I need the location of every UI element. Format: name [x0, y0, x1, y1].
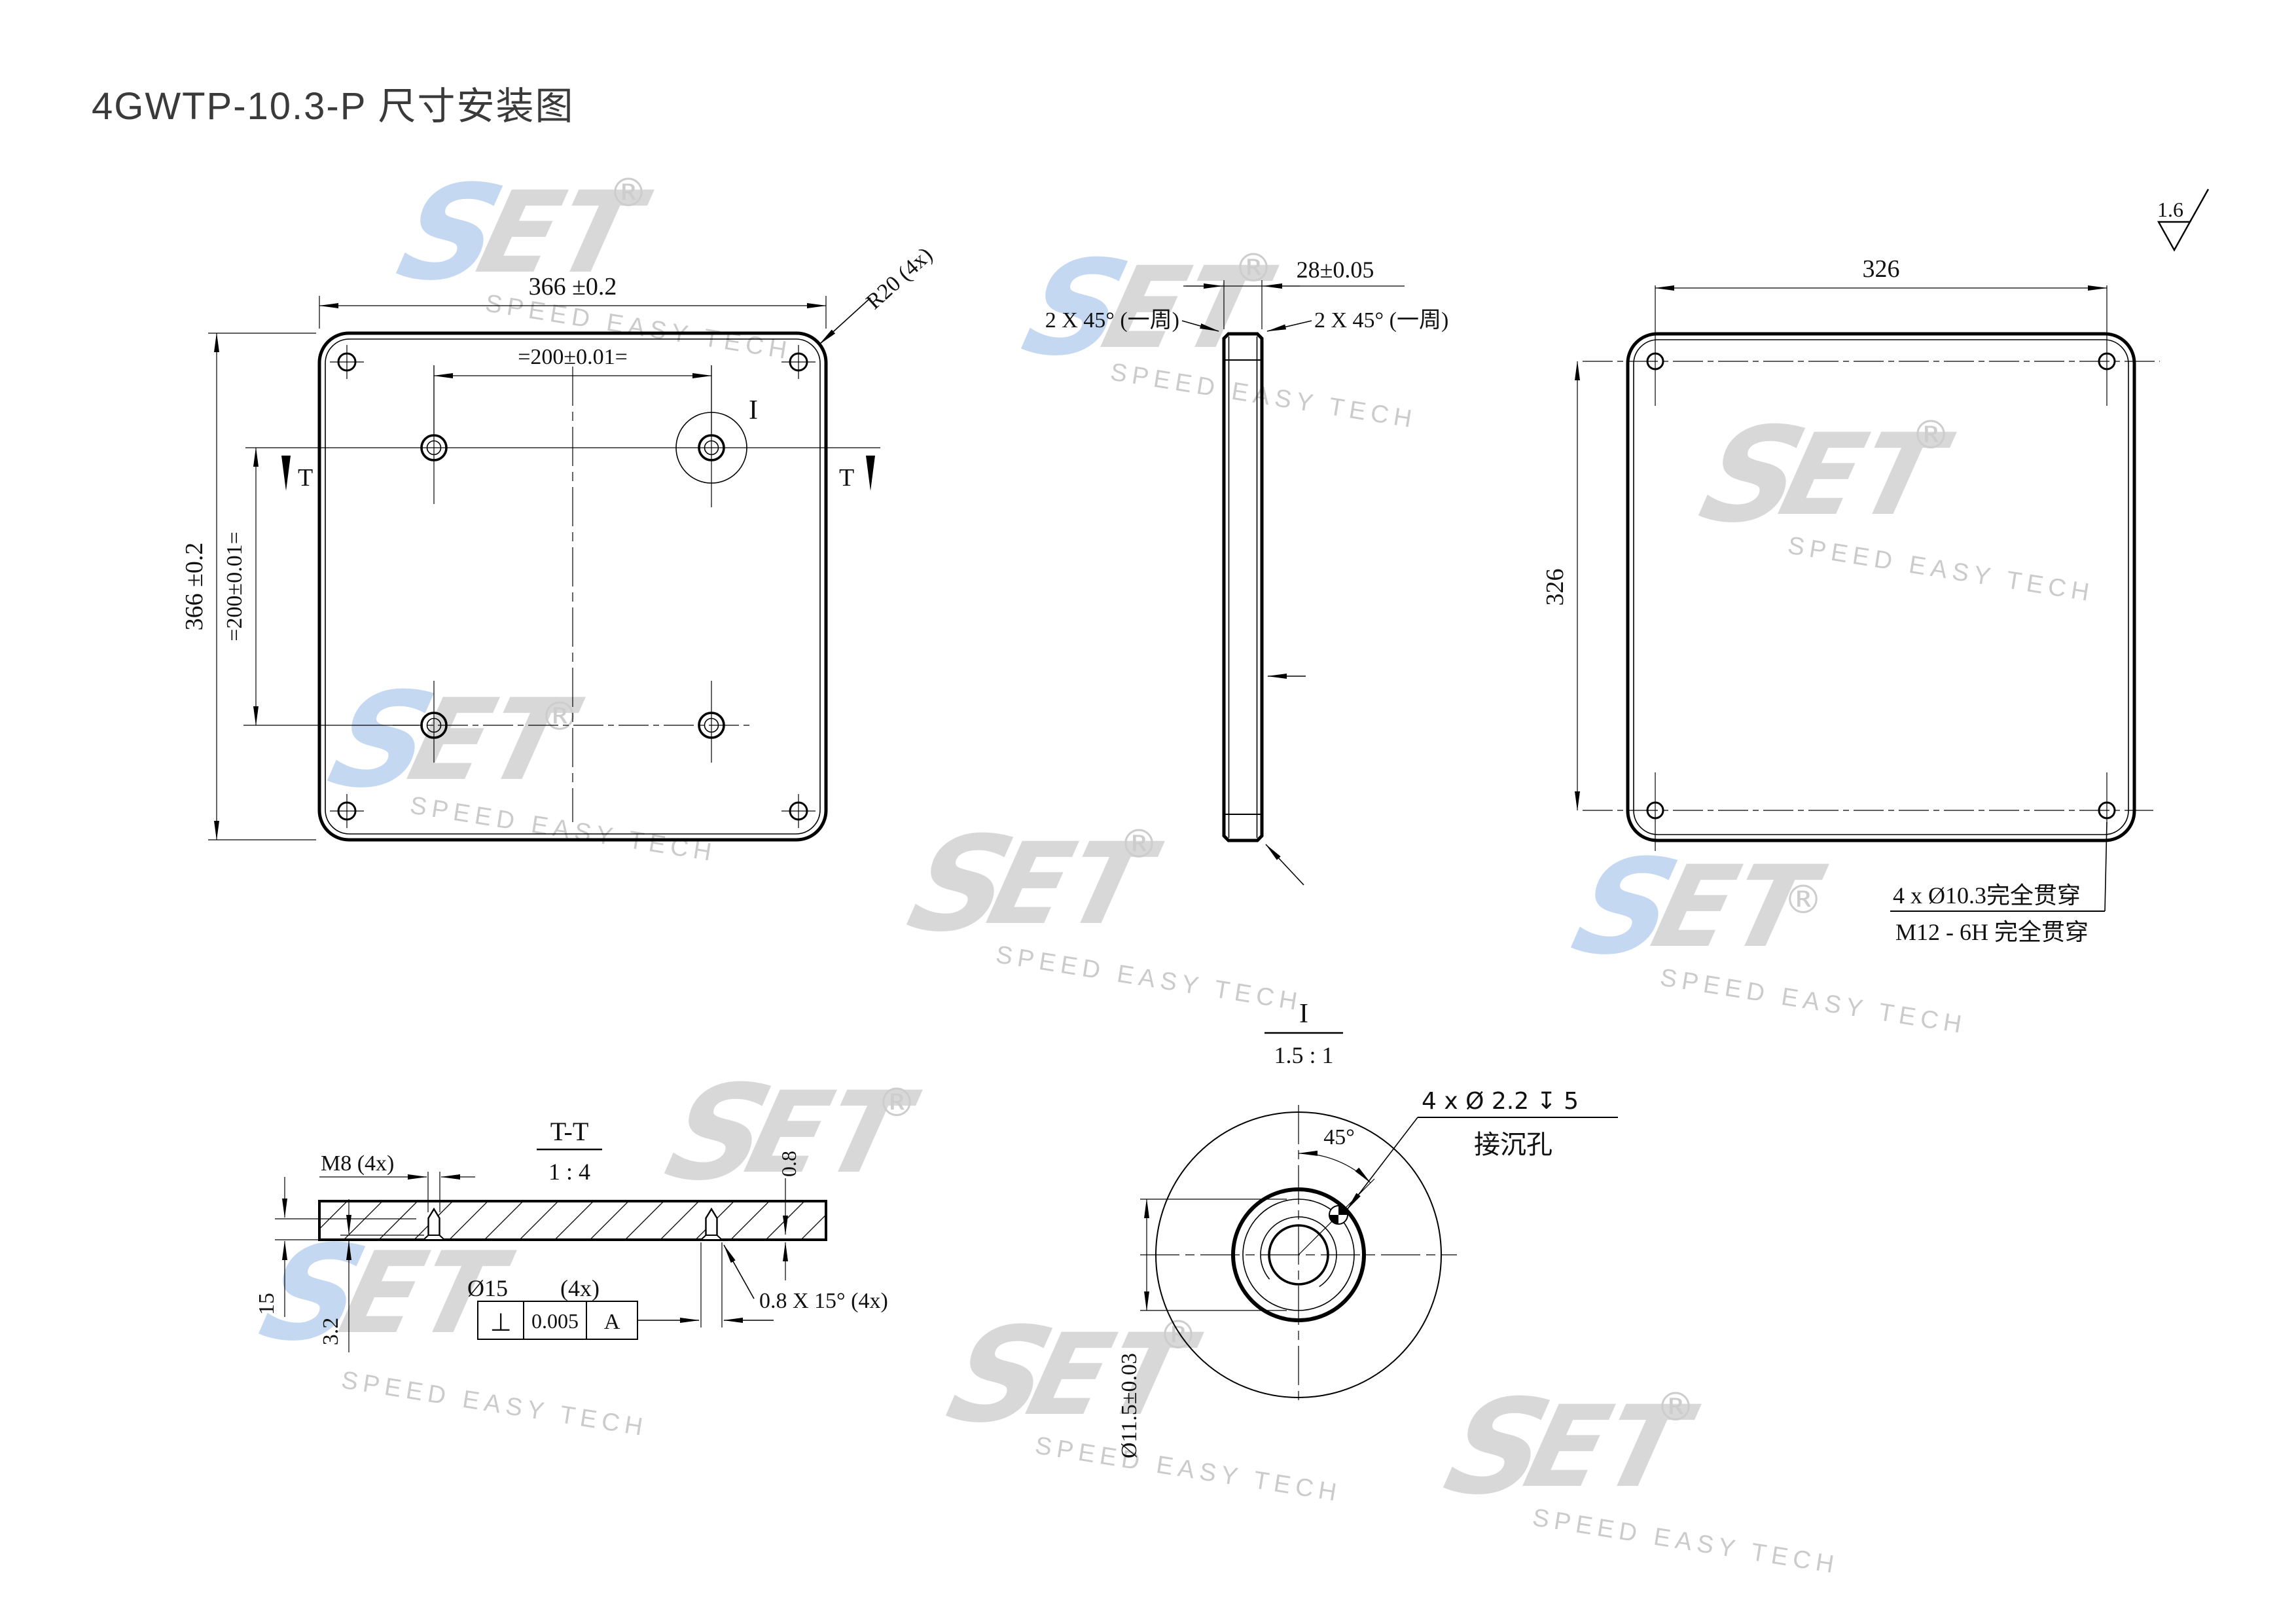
leader-line	[1346, 1117, 1418, 1210]
chamfer-note-left: 2 X 45° (一周)	[1045, 308, 1179, 333]
svg-text:®: ®	[540, 694, 579, 740]
front-corner-hole	[330, 345, 364, 379]
section-m8-hole	[422, 1207, 446, 1241]
dim-height-inner: =200±0.01=	[223, 532, 247, 641]
section-arrow-icon	[281, 456, 291, 491]
front-corner-hole	[781, 794, 816, 828]
front-plate-chamfer-contour	[325, 338, 821, 835]
back-plate-chamfer-contour	[1633, 339, 2129, 835]
hole-note-line1: 4 x Ø10.3完全贯穿	[1893, 882, 2081, 909]
leader-line	[2104, 821, 2108, 912]
dim-angle: 45°	[1323, 1125, 1355, 1149]
detail-callout-label: I	[749, 395, 758, 425]
side-view: 28±0.05 2 X 45° (一周) 2 X 45° (一周)	[1045, 257, 1448, 886]
corner-arrow	[1265, 844, 1304, 886]
front-plate-outline	[317, 331, 828, 842]
back-view: 326 326 4 x Ø10.3完全贯穿 M12 - 6H 完全贯穿 1.6	[1541, 189, 2210, 945]
counterbore-ring	[1231, 1187, 1366, 1322]
pin-hole-note-line1: 4 x Ø 2.2 ↧ 5	[1422, 1088, 1579, 1115]
watermark-reg-icon: ®	[609, 170, 648, 216]
front-corner-hole	[330, 794, 364, 828]
feature-control-frame: ⊥ 0.005 A	[477, 1301, 638, 1340]
cbore-count: (4x)	[560, 1275, 600, 1301]
svg-text:®: ®	[1656, 1384, 1695, 1430]
fcf-datum: A	[604, 1310, 620, 1334]
detail-view: I 1.5 : 1 45° 4 x Ø 2.2 ↧ 5 接沉孔 Ø11.5±0.…	[1117, 999, 1618, 1458]
svg-text:®: ®	[1234, 245, 1273, 291]
dim-thread-depth: 15	[255, 1293, 279, 1315]
bore-circle	[1268, 1224, 1329, 1286]
dim-thickness: 28±0.05	[1297, 257, 1374, 283]
dim-width: 366 ±0.2	[529, 273, 617, 300]
dim-width: 326	[1863, 255, 1900, 283]
fcf-tolerance: 0.005	[531, 1309, 579, 1333]
back-plate-outline	[1626, 332, 2136, 842]
spigot-circle	[1242, 1199, 1355, 1311]
dim-height: 366 ±0.2	[181, 543, 208, 631]
angle-dimension-arc	[1298, 1150, 1371, 1183]
fcf-perpendicularity-icon: ⊥	[490, 1308, 511, 1337]
dim-sink-depth: 3.2	[319, 1318, 343, 1346]
dim-height: 326	[1541, 569, 1569, 606]
leader-line	[1181, 320, 1219, 332]
detail-scale: 1.5 : 1	[1274, 1042, 1333, 1068]
svg-text:®: ®	[1158, 1312, 1198, 1358]
section-arrow-icon	[866, 456, 875, 491]
leader-line	[1266, 320, 1312, 332]
thread-note: M8 (4x)	[321, 1151, 394, 1176]
front-corner-hole	[781, 345, 816, 379]
svg-text:®: ®	[1911, 412, 1950, 458]
surface-finish-value: 1.6	[2157, 198, 2183, 221]
section-title: T-T	[550, 1117, 589, 1146]
chamfer-note-right: 2 X 45° (一周)	[1314, 308, 1448, 333]
section-scale: 1 : 4	[548, 1159, 590, 1185]
side-profile-outline	[1222, 332, 1264, 842]
dim-diameter: Ø11.5±0.03	[1117, 1353, 1141, 1458]
section-view: T-T 1 : 4 M8 (4x) 0.8 15	[255, 1117, 888, 1352]
dim-chamfer-depth: 0.8	[777, 1151, 800, 1177]
cbore-dia: Ø15	[467, 1275, 508, 1301]
section-label: T	[298, 464, 313, 492]
chamfer-note: 0.8 X 15° (4x)	[759, 1289, 888, 1313]
leader-line	[819, 297, 871, 345]
svg-text:®: ®	[1784, 877, 1823, 923]
dim-width-inner: =200±0.01=	[518, 345, 628, 369]
section-cut-body	[318, 1200, 827, 1241]
pin-hole-note-line2: 接沉孔	[1474, 1130, 1552, 1159]
leader-line	[723, 1244, 755, 1299]
svg-text:®: ®	[1119, 821, 1158, 867]
surface-finish-icon: 1.6	[2157, 189, 2210, 252]
hole-note-line2: M12 - 6H 完全贯穿	[1895, 919, 2089, 945]
section-m8-hole	[699, 1207, 724, 1241]
pin-hole-target	[1329, 1205, 1348, 1225]
watermark-logo: S ET ®	[653, 1056, 928, 1209]
svg-text:®: ®	[877, 1080, 916, 1126]
page-title: 4GWTP-10.3-P 尺寸安装图	[92, 85, 575, 128]
section-label: T	[839, 464, 854, 492]
detail-title: I	[1299, 999, 1308, 1029]
